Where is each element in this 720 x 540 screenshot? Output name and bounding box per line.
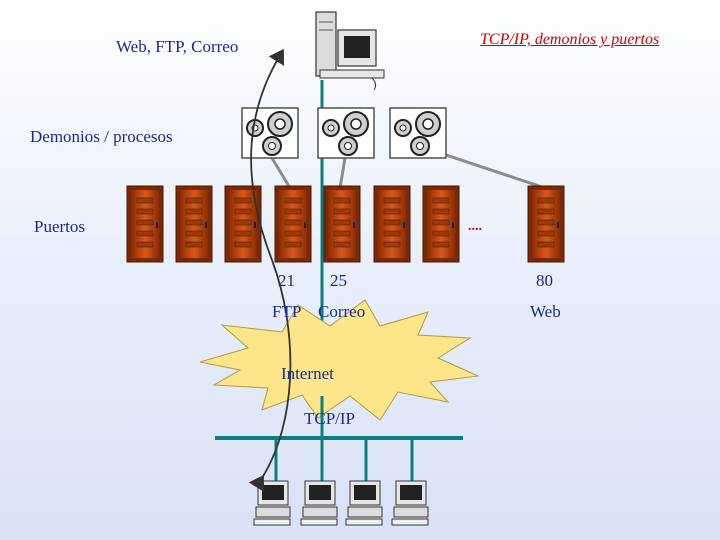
port-service-web: Web	[530, 302, 561, 321]
port-door-icon	[323, 185, 361, 263]
label-daemons: Demonios / procesos	[30, 127, 173, 146]
port-door-icon	[527, 185, 565, 263]
client-computer-icon	[345, 480, 383, 526]
port-doors	[126, 185, 565, 263]
server-computer-icon	[315, 11, 385, 91]
label-ports: Puertos	[34, 217, 85, 236]
link-mail-daemon	[338, 157, 347, 189]
daemon-mail-icon	[317, 107, 375, 159]
network-label: TCP/IP	[304, 409, 356, 428]
port-door-icon	[224, 185, 262, 263]
ellipsis: ....	[468, 219, 482, 234]
link-ftp-daemon	[270, 157, 292, 189]
port-service-ftp: FTP	[272, 302, 302, 321]
port-door-icon	[373, 185, 411, 263]
client-computer-icon	[300, 480, 338, 526]
port-door-icon	[422, 185, 460, 263]
port-door-icon	[175, 185, 213, 263]
daemon-web-icon	[389, 107, 447, 159]
port-service-mail: Correo	[318, 302, 366, 321]
title-left: Web, FTP, Correo	[116, 37, 239, 56]
port-number-ftp: 21	[278, 271, 295, 290]
port-door-icon	[274, 185, 312, 263]
internet-label: Internet	[281, 364, 334, 383]
port-number-mail: 25	[330, 271, 347, 290]
request-arrow	[248, 48, 292, 492]
title-link[interactable]: TCP/IP, demonios y puertos	[480, 31, 660, 48]
port-number-web: 80	[536, 271, 553, 290]
client-computers	[253, 480, 429, 526]
port-door-icon	[126, 185, 164, 263]
client-computer-icon	[253, 480, 291, 526]
client-computer-icon	[391, 480, 429, 526]
